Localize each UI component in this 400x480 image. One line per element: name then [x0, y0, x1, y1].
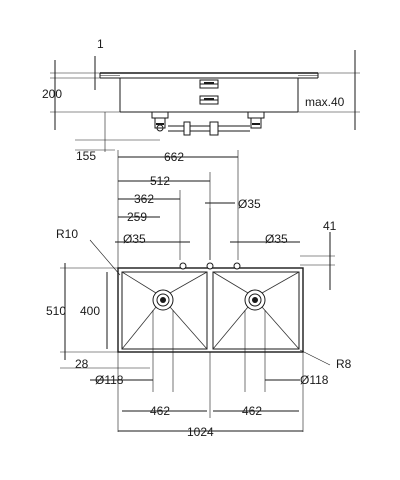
dim-510: 510 [46, 304, 66, 318]
tap-hole-middle [206, 262, 214, 270]
dim-41: 41 [323, 219, 337, 233]
dim-bowl-depth: 200 [42, 87, 62, 101]
drain-left-outer [152, 289, 174, 311]
mounting-bracket [199, 79, 219, 105]
dim-d35-right: Ø35 [265, 232, 288, 246]
dim-400: 400 [80, 304, 100, 318]
drain-left-inner [156, 293, 170, 307]
label-r10: R10 [56, 227, 78, 241]
dim-662: 662 [164, 150, 184, 164]
left-bowl [121, 271, 208, 350]
dim-462-right: 462 [242, 404, 262, 418]
dim-512: 512 [150, 174, 170, 188]
dim-1024: 1024 [187, 425, 214, 439]
dim-d35-top: Ø35 [238, 197, 261, 211]
drain-right-outer [244, 289, 266, 311]
drain-pipe [151, 111, 265, 136]
drain-right-inner [248, 293, 262, 307]
right-bowl [212, 271, 300, 350]
dim-rim-thickness: 1 [97, 37, 104, 51]
top-dimensions: 662 512 362 259 Ø35 Ø35 Ø35 41 R10 [56, 150, 337, 290]
dim-d35-left: Ø35 [123, 232, 146, 246]
dim-259: 259 [127, 210, 147, 224]
dim-d118-left: Ø118 [95, 373, 124, 387]
dim-362: 362 [134, 192, 154, 206]
dim-28: 28 [75, 357, 89, 371]
dim-155: 155 [76, 149, 96, 163]
tap-hole-right [233, 262, 241, 270]
label-r8: R8 [336, 357, 352, 371]
dim-d118-right: Ø118 [300, 373, 329, 387]
sink-top-view [117, 262, 304, 353]
lower-dimensions: 510 400 28 R8 Ø118 Ø118 462 462 1024 [46, 263, 352, 439]
tap-hole-left [179, 262, 187, 270]
dim-max-40: max.40 [305, 95, 345, 109]
side-view: 1 200 max.40 155 [42, 37, 360, 163]
dim-462-left: 462 [150, 404, 170, 418]
